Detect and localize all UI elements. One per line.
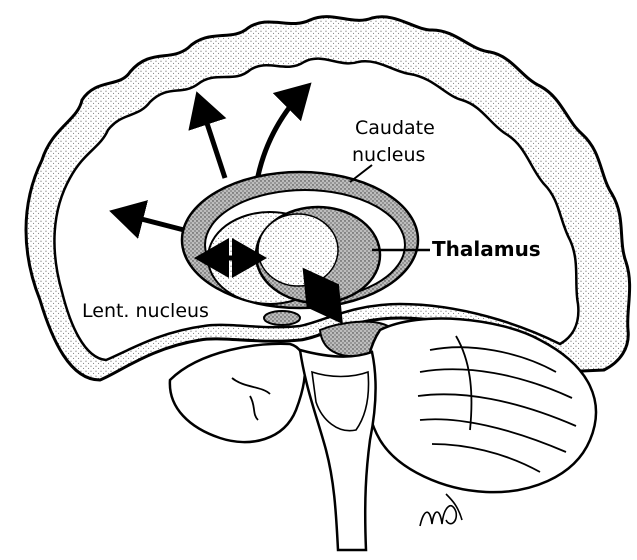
brainstem	[300, 350, 376, 550]
thalamus-label: Thalamus	[432, 239, 541, 259]
anterior-commissure	[264, 311, 300, 325]
temporal-lobe	[170, 344, 305, 442]
caudate-label-line1: Caudate	[355, 119, 435, 138]
artist-signature	[420, 494, 462, 526]
lentiform-nucleus-label: Lent. nucleus	[82, 302, 209, 321]
thalamus-inner	[258, 214, 338, 286]
caudate-label-line2: nucleus	[352, 146, 425, 165]
